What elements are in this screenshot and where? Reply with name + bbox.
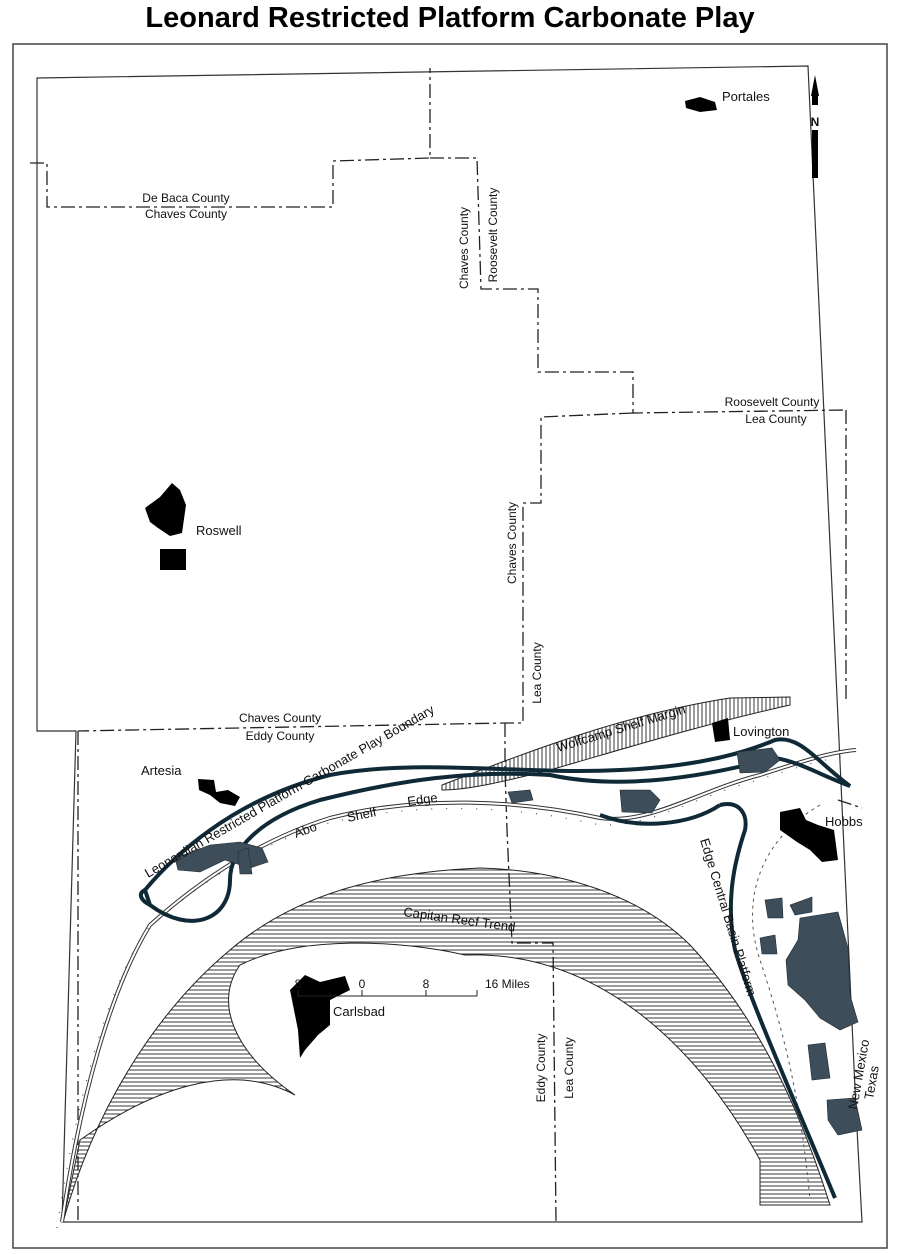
label-chaves-county-north: Chaves County: [145, 207, 227, 221]
abo-shelf-edge: [60, 748, 857, 1223]
label-chaves-county-vertical-1: Chaves County: [457, 207, 471, 289]
label-edge: Edge: [406, 790, 438, 809]
scale-tick-2: 8: [423, 977, 430, 991]
label-chaves-county-south: Chaves County: [239, 711, 321, 725]
hobbs-area: [780, 808, 838, 862]
central-basin-platform-edge: [752, 804, 821, 1201]
label-artesia: Artesia: [141, 763, 182, 778]
artesia-area: [198, 779, 240, 806]
label-eddy-county-north: Eddy County: [246, 729, 315, 743]
label-eddy-county-vertical: Eddy County: [534, 1034, 548, 1103]
scale-tick-0: 8: [295, 977, 302, 991]
label-roosevelt-county: Roosevelt County: [725, 395, 820, 409]
north-label: N: [811, 115, 820, 129]
map-title: Leonard Restricted Platform Carbonate Pl…: [145, 2, 755, 34]
label-roosevelt-county-vertical: Roosevelt County: [486, 188, 500, 283]
label-portales: Portales: [722, 89, 770, 104]
label-lea-county-vertical-2: Lea County: [562, 1037, 576, 1098]
play-boundary: [142, 737, 852, 1199]
label-abo: Abo: [292, 819, 319, 841]
study-area-boundary: [36, 65, 863, 1223]
scale-tick-1: 0: [359, 977, 366, 991]
capitan-reef-trend: [62, 867, 831, 1223]
label-lovington: Lovington: [733, 724, 789, 739]
label-carlsbad: Carlsbad: [333, 1004, 385, 1019]
label-chaves-county-vertical-2: Chaves County: [505, 502, 519, 584]
scale-bar: 8 0 8 16 Miles: [295, 977, 530, 997]
label-lea-county-vertical-1: Lea County: [530, 642, 544, 703]
label-roswell: Roswell: [196, 523, 242, 538]
roswell-area-2: [160, 549, 186, 570]
lovington-area: [712, 718, 730, 742]
label-texas: Texas: [861, 1064, 882, 1101]
fields: [174, 747, 863, 1136]
scale-tick-3: 16 Miles: [485, 977, 530, 991]
label-de-baca-county: De Baca County: [142, 191, 229, 205]
county-labels: De Baca County Chaves County Chaves Coun…: [142, 188, 819, 1103]
label-shelf: Shelf: [346, 804, 378, 825]
wolfcamp-shelf-margin: [441, 696, 791, 791]
city-labels: Portales Roswell Artesia Lovington Hobbs…: [141, 89, 863, 1019]
label-hobbs: Hobbs: [825, 814, 863, 829]
roswell-area: [145, 483, 186, 536]
map-frame: [12, 43, 888, 1249]
portales-area: [685, 97, 717, 112]
label-lea-county-north: Lea County: [745, 412, 806, 426]
north-arrow: N: [811, 75, 820, 178]
